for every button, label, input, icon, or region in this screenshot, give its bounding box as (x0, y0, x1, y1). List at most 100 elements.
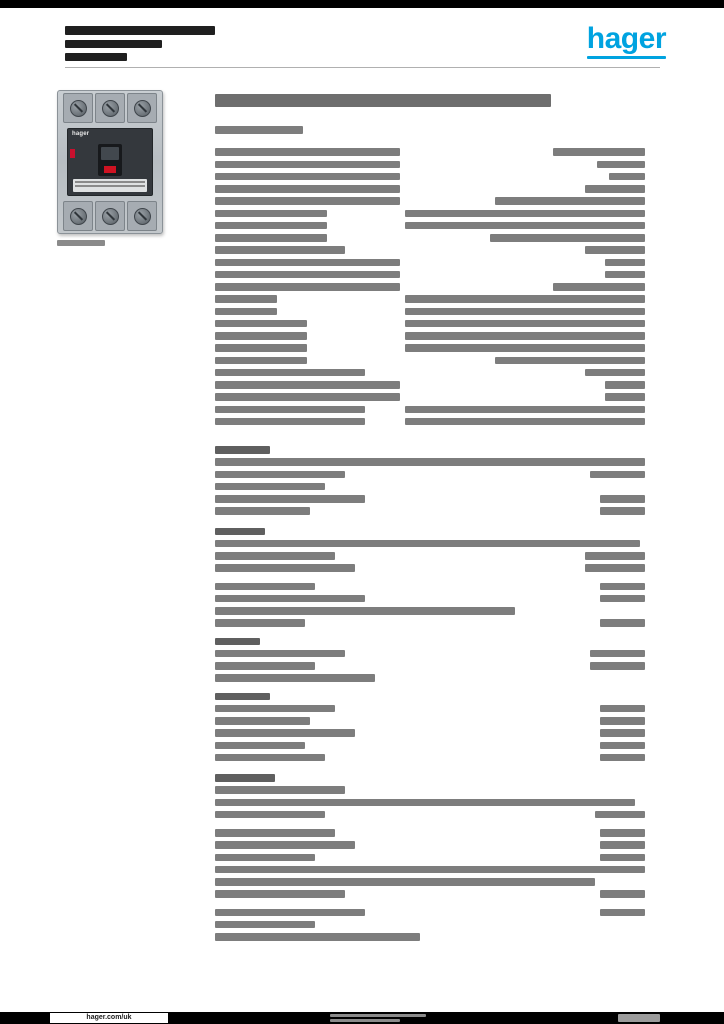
section-details-1 (215, 444, 645, 518)
redacted-label (215, 841, 355, 849)
redacted-label (215, 729, 355, 737)
spec-row (215, 752, 645, 764)
terminal-screw-icon (101, 99, 119, 117)
spec-row (215, 617, 645, 629)
redacted-value (597, 160, 645, 169)
redacted-label (215, 865, 645, 874)
redacted-value (585, 185, 645, 193)
redacted-label (215, 607, 515, 615)
section-heading-redacted (215, 527, 265, 536)
redacted-value (585, 564, 645, 572)
redacted-label (215, 381, 400, 389)
redacted-value (405, 319, 645, 328)
redacted-label (215, 307, 277, 316)
spec-row (215, 839, 645, 851)
redacted-value (600, 829, 645, 837)
redacted-label (215, 674, 375, 682)
spec-row (215, 906, 645, 918)
product-image: hager (57, 90, 163, 234)
spec-row (215, 827, 645, 839)
redacted-value (590, 662, 645, 670)
spec-row (215, 146, 645, 158)
spec-row (215, 796, 645, 808)
spec-row (215, 158, 645, 170)
spec-row (215, 538, 645, 550)
redacted-label (215, 246, 345, 254)
section-heading-row (215, 772, 645, 784)
redacted-value (585, 246, 645, 254)
redacted-label (215, 741, 305, 750)
spec-content (215, 146, 645, 943)
spec-row (215, 505, 645, 517)
redacted-value (600, 495, 645, 503)
section-details-2 (215, 525, 645, 574)
section-details-7 (215, 827, 645, 901)
redacted-label (215, 890, 345, 898)
redacted-label (215, 258, 400, 267)
redacted-value (405, 417, 645, 426)
redacted-label (215, 172, 400, 181)
redacted-label (215, 908, 365, 917)
redacted-value (590, 649, 645, 658)
spec-row (215, 550, 645, 562)
redacted-value (600, 619, 645, 627)
terminal-pole (95, 93, 125, 123)
redacted-label (215, 829, 335, 837)
spec-row (215, 456, 645, 468)
spec-row (215, 468, 645, 480)
spec-row (215, 183, 645, 195)
spec-row (215, 605, 645, 617)
redacted-value (600, 753, 645, 762)
redacted-label (215, 344, 307, 352)
redacted-label (215, 649, 345, 658)
spec-row (215, 931, 645, 943)
subtitle-redacted (215, 126, 303, 134)
website-link[interactable]: hager.com/uk (50, 1013, 168, 1023)
redacted-label (215, 878, 595, 886)
hager-logo: hager (587, 24, 667, 59)
terminal-screw-icon (133, 99, 151, 117)
document-title-redacted-line-1 (65, 26, 215, 35)
redacted-label (215, 185, 400, 193)
header-divider (65, 67, 660, 68)
redacted-label (215, 482, 325, 491)
redacted-label (215, 405, 365, 414)
redacted-label (215, 458, 645, 466)
breaker-face: hager (67, 128, 153, 196)
redacted-label (215, 283, 400, 291)
redacted-label (215, 234, 327, 242)
redacted-label (215, 786, 345, 794)
redacted-value (590, 470, 645, 479)
redacted-label (215, 495, 365, 503)
redacted-label (215, 662, 315, 670)
redacted-value (405, 405, 645, 414)
spec-row (215, 593, 645, 605)
product-title-redacted (215, 94, 551, 107)
on-indicator (104, 166, 116, 173)
redacted-label (215, 356, 307, 365)
section-heading-redacted (215, 692, 270, 701)
terminal-pole (127, 93, 157, 123)
spec-row (215, 739, 645, 751)
terminal-pole (63, 201, 93, 231)
spec-row (215, 281, 645, 293)
terminal-screw-icon (69, 99, 87, 117)
redacted-label (215, 319, 307, 328)
redacted-label (215, 507, 310, 515)
section-heading-row (215, 635, 645, 647)
spec-row (215, 562, 645, 574)
redacted-label (215, 853, 315, 862)
footer-address-redacted (330, 1019, 400, 1022)
spec-row (215, 876, 645, 888)
page-footer (0, 1012, 724, 1024)
spec-row (215, 269, 645, 281)
footer-address-block (330, 1014, 426, 1022)
redacted-label (215, 717, 310, 725)
redacted-value (553, 283, 645, 291)
spec-row (215, 354, 645, 366)
spec-row (215, 171, 645, 183)
section-technical-specs (215, 146, 645, 428)
section-heading-row (215, 444, 645, 456)
spec-row (215, 391, 645, 403)
spec-row (215, 232, 645, 244)
